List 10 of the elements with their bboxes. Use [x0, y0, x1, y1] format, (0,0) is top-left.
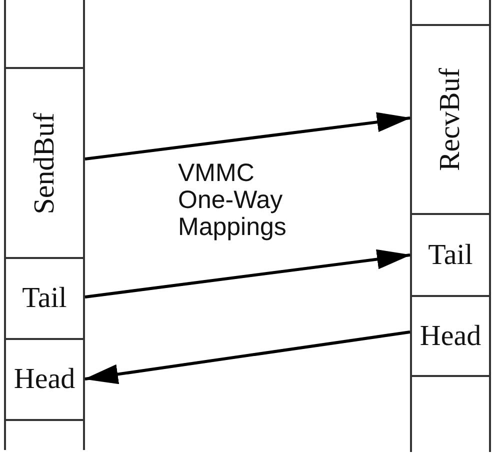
- segment-label: Head: [14, 365, 76, 394]
- arrow: [84, 249, 411, 298]
- arrow: [84, 330, 410, 384]
- segment-label: SendBuf: [30, 112, 59, 214]
- arrow: [84, 112, 411, 160]
- segment-label: Tail: [22, 284, 67, 313]
- segment-label: RecvBuf: [436, 68, 465, 172]
- segment-label: Head: [420, 322, 482, 350]
- annotation-text: VMMC One-Way Mappings: [178, 160, 288, 241]
- segment-label: Tail: [428, 240, 473, 270]
